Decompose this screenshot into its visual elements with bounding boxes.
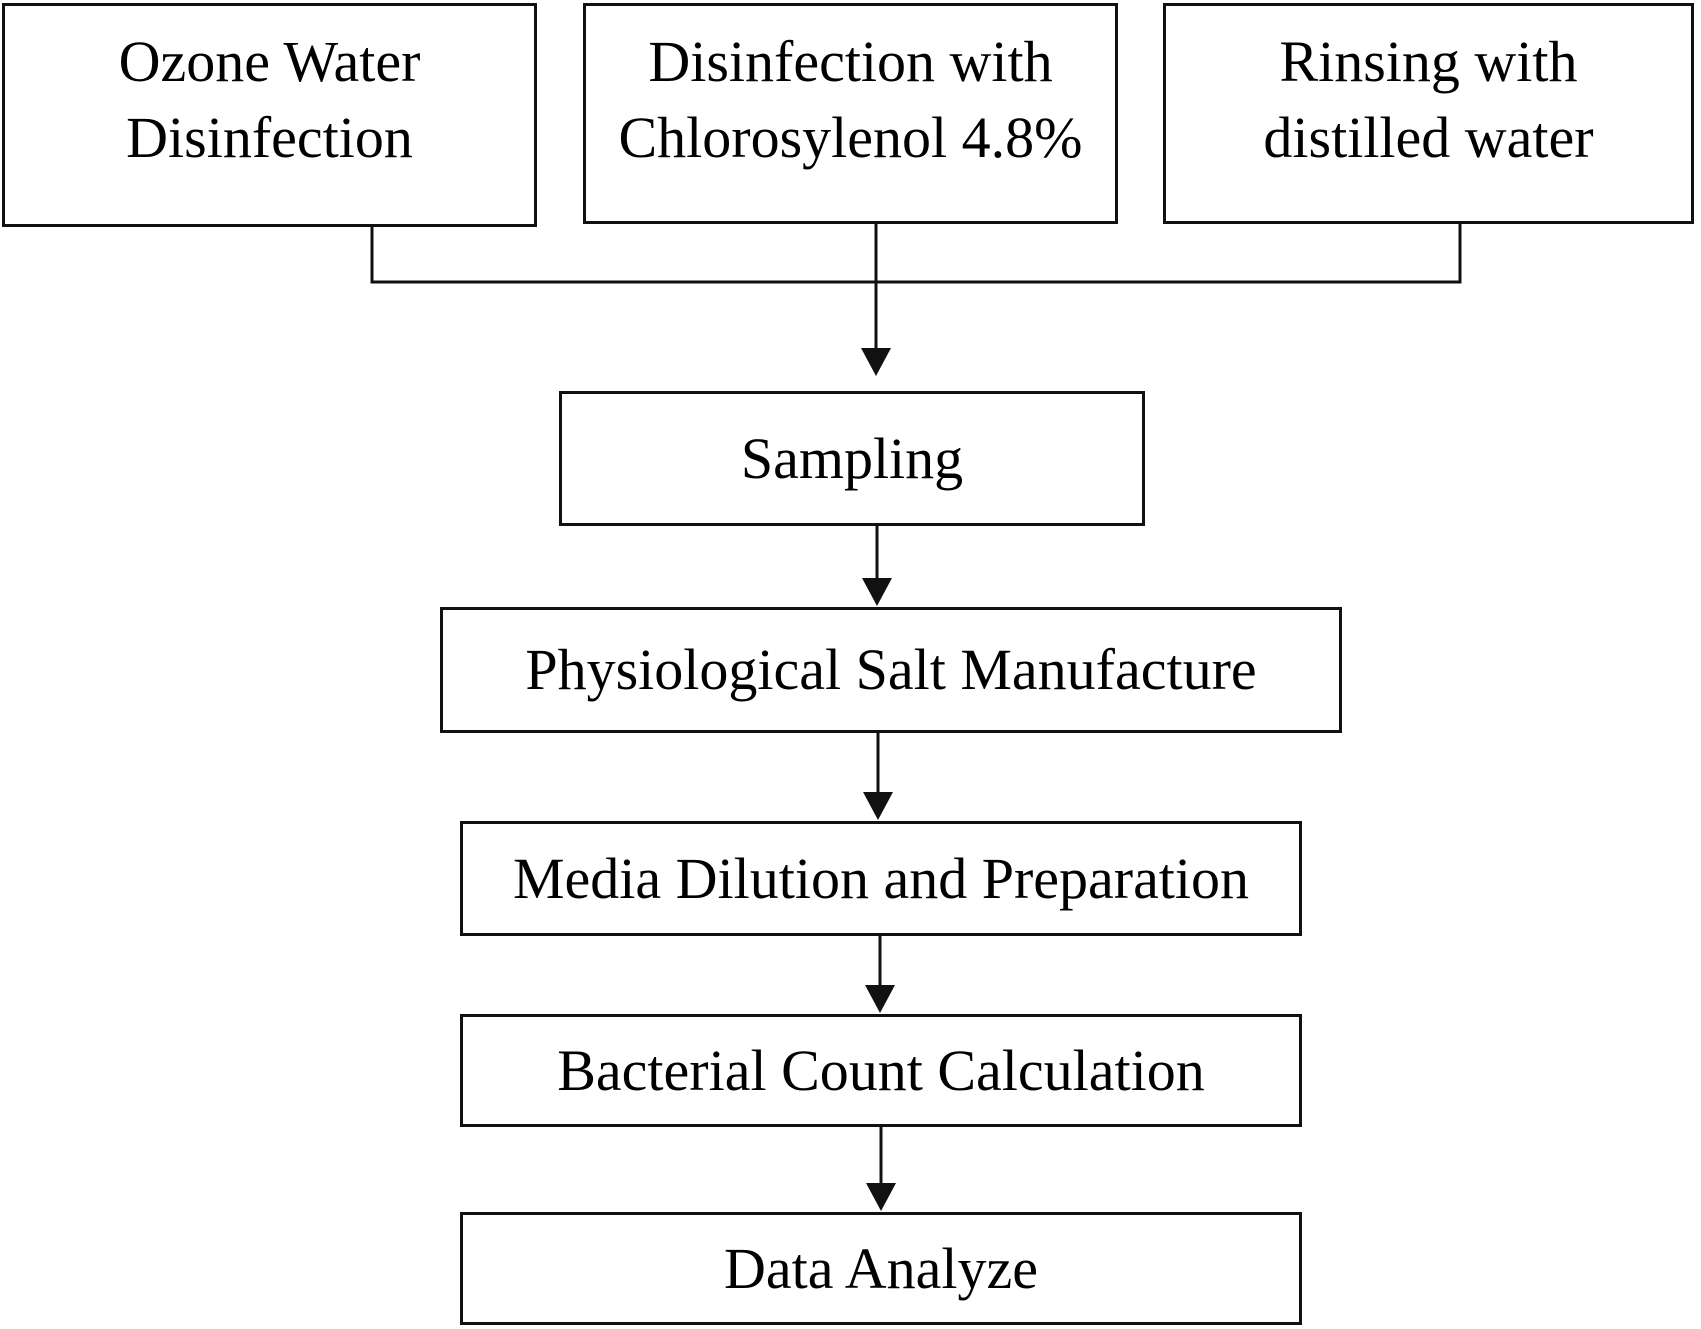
box-bacterial-label: Bacterial Count Calculation [557,1037,1205,1103]
arrow-to-data [866,1183,896,1211]
box-ozone-line2: Disinfection [126,105,413,170]
arrow-to-media [863,792,893,820]
box-disinfection-chlorosylenol: Disinfection with Chlorosylenol 4.8% [583,3,1118,224]
box-media-label: Media Dilution and Preparation [512,845,1250,911]
box-sampling-label: Sampling [740,425,964,491]
box-data-analyze: Data Analyze [460,1212,1302,1325]
box-media-dilution-preparation: Media Dilution and Preparation [460,821,1302,936]
box-chloro-line2: Chlorosylenol 4.8% [618,105,1083,170]
box-phys-label: Physiological Salt Manufacture [525,637,1257,702]
arrow-to-sampling [861,348,891,376]
box-ozone-water-disinfection: Ozone Water Disinfection [2,3,537,227]
box-ozone-line1: Ozone Water [118,29,421,94]
box-rinse-line1: Rinsing with [1279,29,1578,94]
merge-bracket-line [370,224,1462,284]
box-chloro-line1: Disinfection with [648,29,1053,94]
box-data-label: Data Analyze [723,1235,1038,1301]
arrow-to-phys [862,578,892,606]
box-rinse-line2: distilled water [1263,105,1594,170]
box-sampling: Sampling [559,391,1145,526]
arrow-to-bacterial [865,985,895,1013]
box-bacterial-count-calculation: Bacterial Count Calculation [460,1014,1302,1127]
box-physiological-salt-manufacture: Physiological Salt Manufacture [440,607,1342,733]
box-rinsing-distilled-water: Rinsing with distilled water [1163,3,1694,224]
